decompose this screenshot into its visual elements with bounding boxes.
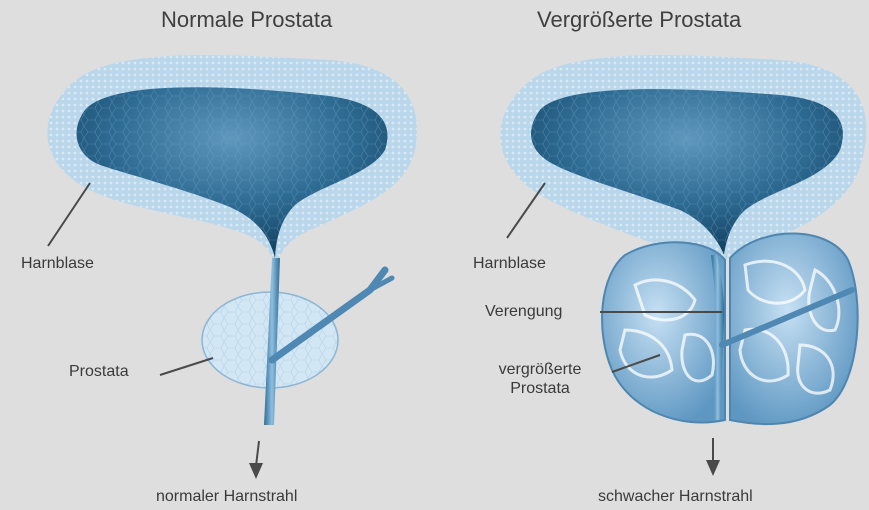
normal-stream-label: normaler Harnstrahl	[156, 487, 297, 506]
enlarged-prostate-label-line1: vergrößerte	[482, 360, 598, 379]
weak-stream-label: schwacher Harnstrahl	[598, 487, 753, 506]
enlarged-bladder-leader-line	[507, 183, 545, 238]
normal-prostate-leader-line	[160, 358, 213, 375]
normal-bladder-label: Harnblase	[21, 254, 94, 273]
enlarged-prostate-title: Vergrößerte Prostata	[537, 7, 741, 33]
normal-bladder-leader-line	[48, 183, 90, 246]
enlarged-bladder-label: Harnblase	[473, 254, 546, 273]
enlarged-prostate-label-line2: Prostata	[482, 379, 598, 398]
enlarged-prostate-label: vergrößerte Prostata	[482, 360, 598, 398]
normal-prostate-label: Prostata	[69, 362, 129, 381]
normal-stream-arrow	[249, 441, 263, 479]
weak-stream-arrow	[706, 438, 720, 476]
enlarged-prostate	[602, 233, 858, 424]
normal-bladder	[47, 55, 416, 270]
normal-prostate-title: Normale Prostata	[161, 7, 332, 33]
narrowing-label: Verengung	[485, 302, 562, 321]
